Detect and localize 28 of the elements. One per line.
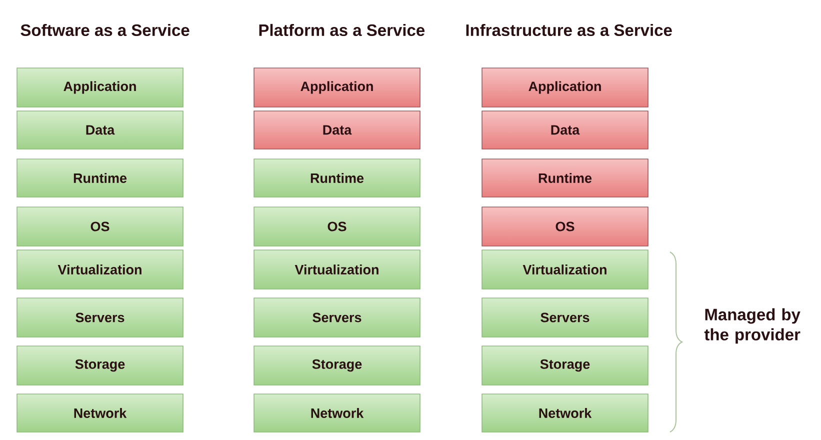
layer-box: Virtualization (254, 250, 420, 290)
column-heading: Platform as a Service (259, 24, 425, 36)
layer-box: Network (254, 394, 420, 432)
layer-box: OS (254, 206, 420, 246)
layer-box: Runtime (482, 158, 648, 198)
layer-box: Storage (16, 346, 184, 386)
layer-box: Data (16, 110, 184, 150)
layer-box: Servers (16, 298, 184, 338)
layer-box: Virtualization (16, 250, 184, 290)
layer-box: OS (16, 206, 184, 246)
layer-box: Network (482, 394, 648, 432)
layer-box: Application (482, 68, 648, 108)
layer-box: Servers (482, 298, 648, 338)
layer-box: Servers (254, 298, 420, 338)
layer-box: Runtime (254, 158, 420, 198)
layer-box: Storage (482, 346, 648, 386)
layer-box: Runtime (16, 158, 184, 198)
layer-box: Data (254, 110, 420, 150)
layer-box: Application (16, 68, 184, 108)
layer-box: Storage (254, 346, 420, 386)
layer-box: Data (482, 110, 648, 150)
note-text: Managed by the provider (704, 308, 800, 344)
column-heading: Infrastructure as a Service (466, 24, 672, 36)
column-heading: Software as a Service (20, 24, 190, 36)
layer-box: Network (16, 394, 184, 432)
layer-box: Application (254, 68, 420, 108)
layer-box: OS (482, 206, 648, 246)
layer-box: Virtualization (482, 250, 648, 290)
